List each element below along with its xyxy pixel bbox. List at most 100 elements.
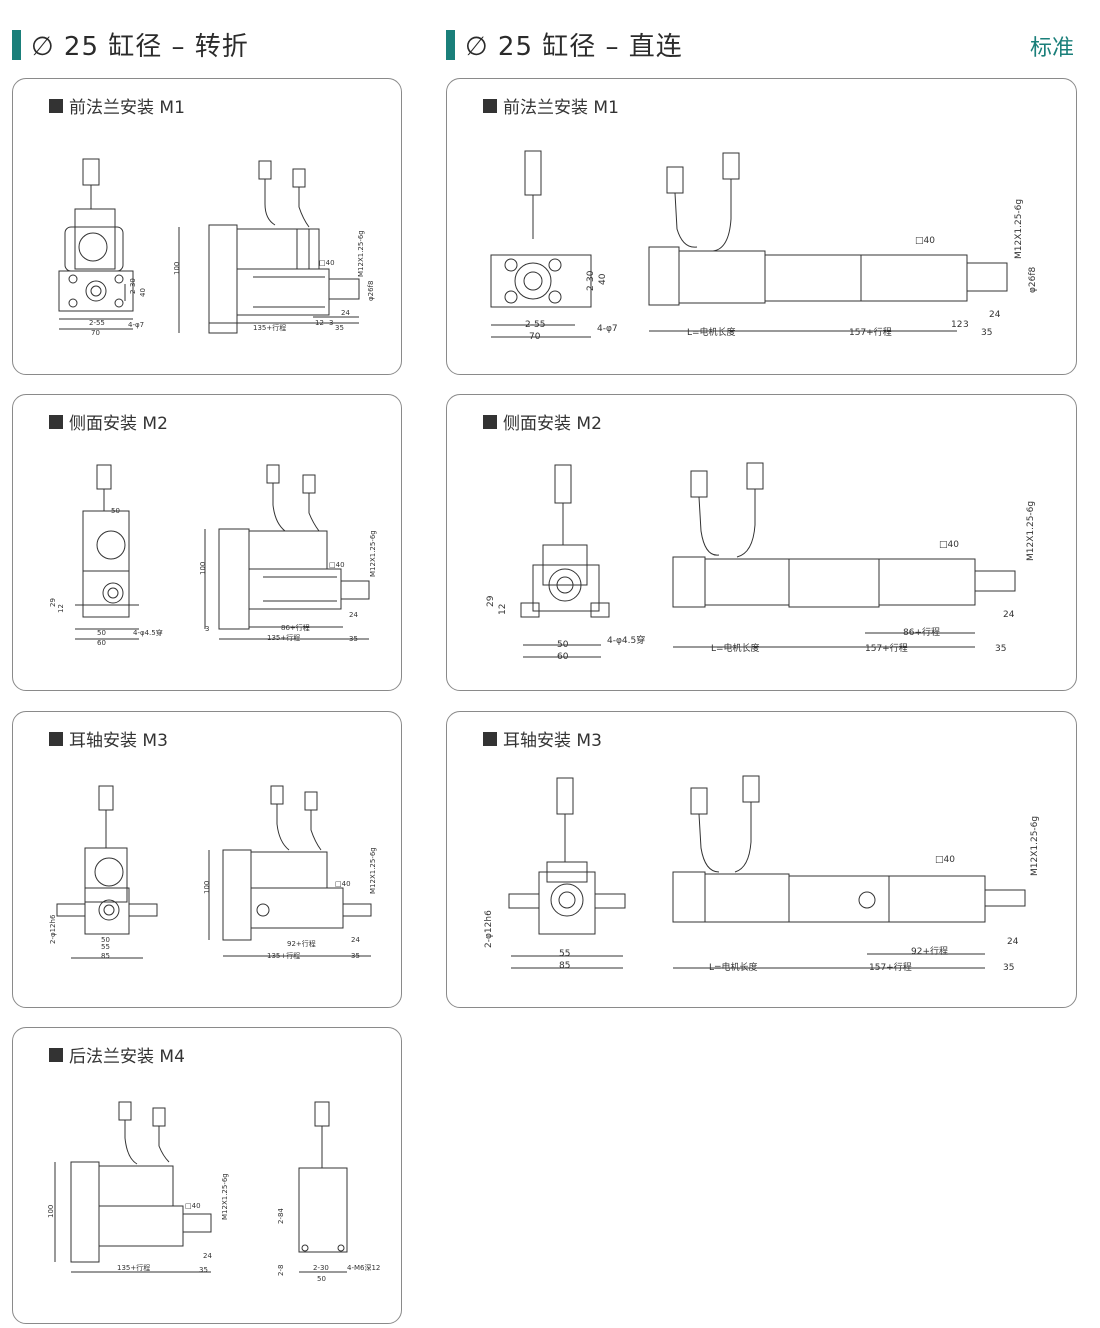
dim-label: 35 <box>981 328 992 338</box>
side-view <box>208 785 372 957</box>
dim-label: □40 <box>915 236 935 246</box>
panel-title-text: 耳轴安装 M3 <box>503 731 602 751</box>
dim-label: 35 <box>335 324 344 332</box>
square-bullet-icon <box>49 414 63 429</box>
dim-label: φ26f8 <box>1028 266 1038 293</box>
dim-label: 2-84 <box>277 1208 285 1224</box>
dim-label: 35 <box>995 644 1006 654</box>
dim-label: 12 <box>951 320 962 330</box>
dim-label: 12 <box>498 604 508 615</box>
panel-left-m2: 侧面安装 M2 50 60 29 12 4-φ4.5穿 50 <box>12 394 402 691</box>
dim-label: 40 <box>139 288 147 297</box>
square-bullet-icon <box>483 98 497 113</box>
panel-right-m1: 前法兰安装 M1 2-55 70 2-30 40 4-φ7 <box>446 78 1077 375</box>
panel-title: 侧面安装 M2 <box>483 409 602 434</box>
panel-title: 耳轴安装 M3 <box>483 726 602 751</box>
dim-label: 4-φ7 <box>597 324 618 334</box>
drawing-right-m2: 50 60 29 12 4-φ4.5穿 86+行程 L=电机长度 157+行程 … <box>486 462 1036 662</box>
drawing-left-m3: 50 55 85 2-φ12h6 100 92+行程 135+行程 24 35 … <box>49 785 377 960</box>
square-bullet-icon <box>483 731 497 746</box>
dim-label: 85 <box>559 961 570 971</box>
square-bullet-icon <box>483 414 497 429</box>
square-bullet-icon <box>49 731 63 746</box>
dim-label: 135+行程 <box>267 633 300 642</box>
panel-title-text: 侧面安装 M2 <box>69 414 168 434</box>
dim-label: 50 <box>111 507 120 515</box>
dim-label: 92+行程 <box>911 945 948 957</box>
panel-left-m1: 前法兰安装 M1 2-55 70 2-30 40 4-φ7 <box>12 78 402 375</box>
panel-title: 前法兰安装 M1 <box>483 93 619 118</box>
dim-label: □40 <box>185 1202 201 1210</box>
dim-label: 2-8 <box>277 1265 285 1276</box>
dim-label: 50 <box>557 640 569 650</box>
header-left-title: ∅ 25 缸径 – 转折 <box>31 32 249 62</box>
front-view <box>520 464 610 658</box>
dim-label: 24 <box>989 310 1001 320</box>
square-bullet-icon <box>49 1047 63 1062</box>
dim-label: L=电机长度 <box>687 326 736 338</box>
dim-label: 60 <box>557 652 569 662</box>
front-view <box>490 150 592 338</box>
dim-label: 135+行程 <box>267 951 300 960</box>
dim-label: □40 <box>335 880 351 888</box>
header-accent-bar <box>12 29 21 60</box>
drawing-left-m4: 100 135+行程 24 35 □40 M12X1.25-6g 2-84 2-… <box>47 1101 380 1283</box>
dim-label: 35 <box>1003 963 1014 973</box>
side-view <box>648 152 1008 332</box>
dim-label: 24 <box>351 936 360 944</box>
dim-label: L=电机长度 <box>711 642 760 654</box>
dim-label: □40 <box>935 855 955 865</box>
dim-label: 2-30 <box>313 1264 329 1272</box>
panel-title: 后法兰安装 M4 <box>49 1042 185 1067</box>
panel-title-text: 侧面安装 M2 <box>503 414 602 434</box>
dim-label: 157+行程 <box>849 326 892 338</box>
dim-label: 35 <box>349 635 358 643</box>
panel-left-m3: 耳轴安装 M3 50 55 85 2-φ12h6 <box>12 711 402 1008</box>
dim-label: 24 <box>203 1252 212 1260</box>
panel-left-m4: 后法兰安装 M4 100 135+行程 24 35 □40 M12X1.25-6… <box>12 1027 402 1324</box>
side-view <box>54 1101 212 1273</box>
dim-label: M12X1.25-6g <box>369 847 377 894</box>
dim-label: 3 <box>205 625 209 633</box>
dim-label: 100 <box>199 562 207 575</box>
dim-label: 2-φ12h6 <box>49 914 57 944</box>
drawing-right-m3: 55 85 2-φ12h6 92+行程 L=电机长度 157+行程 24 35 … <box>484 775 1040 973</box>
dim-label: 3 <box>963 320 969 330</box>
side-view <box>672 462 1016 648</box>
dim-label: 50 <box>101 936 110 944</box>
dim-label: 135+行程 <box>117 1263 150 1272</box>
dim-label: 92+行程 <box>287 939 316 948</box>
panel-title: 侧面安装 M2 <box>49 409 168 434</box>
dim-label: 24 <box>1003 610 1015 620</box>
dim-label: 86+行程 <box>903 626 940 638</box>
panel-title-text: 前法兰安装 M1 <box>503 98 619 118</box>
drawing-left-m1: 2-55 70 2-30 40 4-φ7 100 135+行程 12 3 24 … <box>58 158 375 337</box>
square-bullet-icon <box>49 98 63 113</box>
side-view <box>204 464 370 640</box>
dim-label: M12X1.25-6g <box>1030 816 1040 876</box>
dim-label: 135+行程 <box>253 323 286 332</box>
dim-label: 29 <box>486 595 496 607</box>
dim-label: 12 <box>315 319 324 327</box>
dim-label: 24 <box>1007 937 1019 947</box>
dim-label: M12X1.25-6g <box>369 530 377 577</box>
dim-label: 40 <box>598 273 608 285</box>
rear-view <box>298 1101 348 1273</box>
panel-right-m2: 侧面安装 M2 50 60 29 12 4-φ4.5穿 <box>446 394 1077 691</box>
header-right: ∅ 25 缸径 – 直连 <box>446 26 683 63</box>
side-view <box>672 775 1026 969</box>
panel-title-text: 耳轴安装 M3 <box>69 731 168 751</box>
dim-label: L=电机长度 <box>709 961 758 973</box>
drawing-right-m1: 2-55 70 2-30 40 4-φ7 L=电机长度 157+行程 12 3 … <box>490 150 1038 342</box>
header-left: ∅ 25 缸径 – 转折 <box>12 26 249 63</box>
dim-label: 4-φ7 <box>128 321 144 329</box>
dim-label: 12 <box>57 604 65 613</box>
front-view <box>58 158 134 330</box>
dim-label: 85 <box>101 952 110 960</box>
dim-label: 100 <box>173 262 181 275</box>
panel-title: 前法兰安装 M1 <box>49 93 185 118</box>
front-view <box>56 785 158 959</box>
dim-label: 2-30 <box>129 278 137 294</box>
dim-label: 29 <box>49 598 57 607</box>
dim-label: M12X1.25-6g <box>221 1173 229 1220</box>
